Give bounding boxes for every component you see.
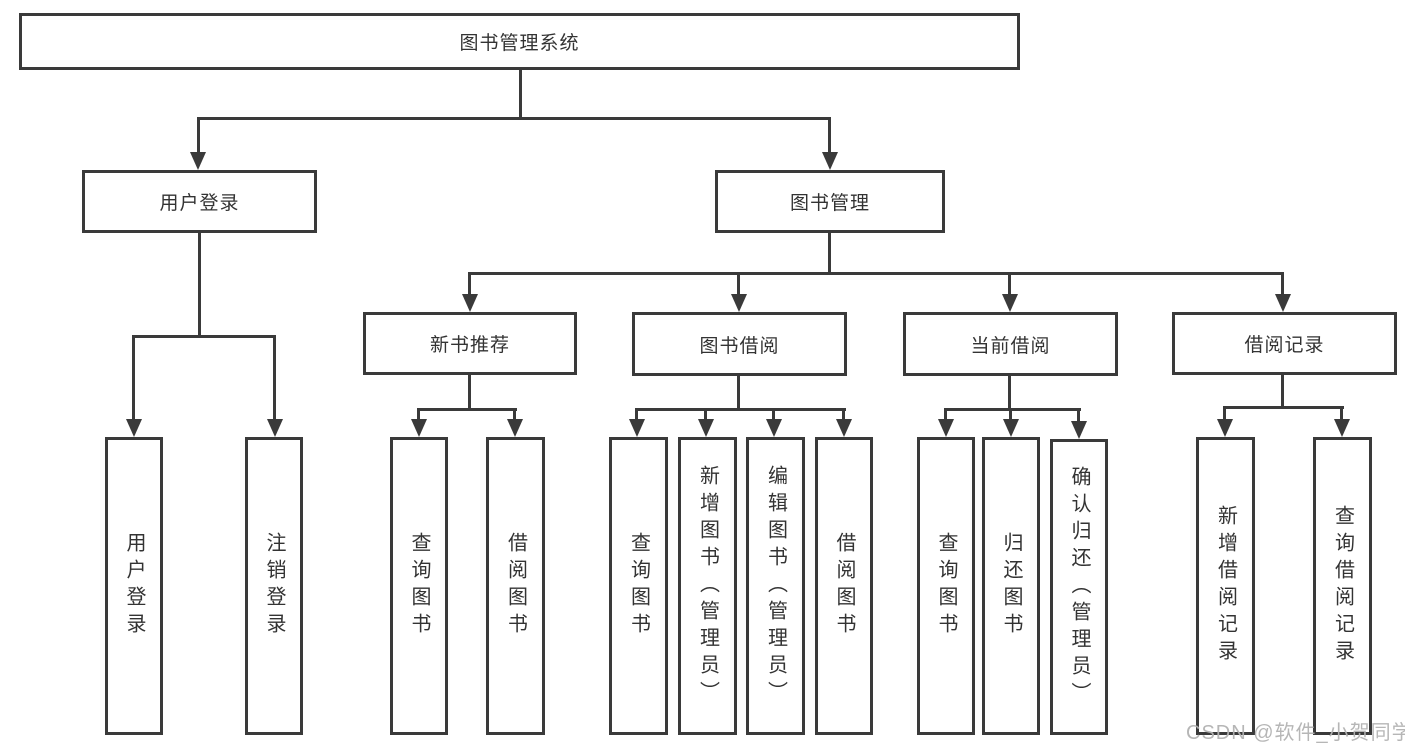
arrow-down-query-book-borrow	[629, 419, 645, 437]
leaf-query-book-rec-label: 查询图书	[408, 532, 430, 640]
leaf-add-borrow-record-label: 新增借阅记录	[1214, 505, 1237, 667]
connector-current-borrow-trunk	[1008, 376, 1011, 408]
connector-drop-add-book	[704, 408, 707, 421]
arrow-down-new-book-rec	[462, 294, 478, 312]
leaf-confirm-return-admin: 确认归还（管理员）	[1050, 439, 1108, 735]
leaf-query-book-current: 查询图书	[917, 437, 975, 735]
arrow-down-edit-book	[766, 419, 782, 437]
leaf-add-book-admin-label: 新增图书（管理员）	[696, 464, 719, 708]
connector-user-login-split	[132, 335, 276, 338]
node-borrow-records-label: 借阅记录	[1244, 335, 1325, 356]
leaf-logout-label: 注销登录	[263, 532, 285, 640]
connector-drop-borrow-records	[1281, 272, 1284, 295]
leaf-edit-book-admin-label: 编辑图书（管理员）	[764, 464, 787, 708]
arrow-down-current-borrow	[1002, 294, 1018, 312]
arrow-down-book-borrow	[731, 294, 747, 312]
leaf-borrow-book-label: 借阅图书	[833, 532, 855, 640]
connector-drop-book-mgmt	[828, 117, 831, 153]
connector-drop-leaf-logout	[273, 335, 276, 420]
node-borrow-records: 借阅记录	[1172, 312, 1397, 375]
arrow-down-confirm-return	[1071, 421, 1087, 439]
arrow-down-add-book	[698, 419, 714, 437]
connector-drop-add-record	[1223, 406, 1226, 421]
connector-drop-return-book	[1009, 408, 1012, 421]
connector-book-borrow-split	[635, 408, 846, 411]
leaf-return-book-label: 归还图书	[1000, 532, 1022, 640]
arrow-down-query-record	[1334, 419, 1350, 437]
leaf-query-borrow-record-label: 查询借阅记录	[1331, 505, 1354, 667]
csdn-watermark: CSDN @软件_小贺同学	[1186, 722, 1405, 744]
arrow-down-borrow-records	[1275, 294, 1291, 312]
connector-drop-leaf-user-login	[132, 335, 135, 420]
node-new-book-rec: 新书推荐	[363, 312, 577, 375]
connector-book-mgmt-split	[468, 272, 1284, 275]
arrow-down-book-mgmt	[822, 152, 838, 170]
leaf-user-login: 用户登录	[105, 437, 163, 735]
node-new-book-rec-label: 新书推荐	[429, 335, 510, 356]
arrow-down-add-record	[1217, 419, 1233, 437]
connector-book-mgmt-trunk	[828, 233, 831, 272]
connector-borrow-records-split	[1223, 406, 1344, 409]
connector-root-trunk	[519, 70, 522, 117]
node-root-label: 图书管理系统	[459, 33, 580, 54]
connector-new-book-rec-split	[417, 408, 517, 411]
connector-root-split	[197, 117, 831, 120]
connector-drop-query-book-current	[944, 408, 947, 421]
leaf-return-book: 归还图书	[982, 437, 1040, 735]
connector-drop-borrow-book	[842, 408, 845, 421]
arrow-down-leaf-user-login	[126, 419, 142, 437]
node-current-borrow-label: 当前借阅	[970, 335, 1051, 357]
node-user-login: 用户登录	[82, 170, 317, 233]
arrow-down-user-login	[190, 152, 206, 170]
connector-drop-query-book-rec	[417, 408, 420, 421]
leaf-confirm-return-admin-label: 确认归还（管理员）	[1068, 465, 1090, 709]
connector-drop-current-borrow	[1008, 272, 1011, 295]
leaf-borrow-book: 借阅图书	[815, 437, 873, 735]
leaf-borrow-book-rec: 借阅图书	[486, 437, 545, 735]
connector-drop-query-record	[1340, 406, 1343, 421]
connector-drop-query-book-borrow	[635, 408, 638, 421]
leaf-edit-book-admin: 编辑图书（管理员）	[746, 437, 805, 735]
node-current-borrow: 当前借阅	[903, 312, 1118, 376]
leaf-query-book-borrow: 查询图书	[609, 437, 668, 735]
connector-drop-user-login	[197, 117, 200, 153]
leaf-query-book-rec: 查询图书	[390, 437, 448, 735]
arrow-down-query-book-rec	[411, 419, 427, 437]
node-book-mgmt: 图书管理	[715, 170, 945, 233]
connector-borrow-records-trunk	[1281, 375, 1284, 406]
leaf-query-book-borrow-label: 查询图书	[627, 532, 650, 640]
connector-drop-edit-book	[772, 408, 775, 421]
leaf-user-login-label: 用户登录	[123, 532, 145, 640]
arrow-down-borrow-book	[836, 419, 852, 437]
leaf-add-book-admin: 新增图书（管理员）	[678, 437, 737, 735]
node-book-borrow: 图书借阅	[632, 312, 847, 376]
leaf-add-borrow-record: 新增借阅记录	[1196, 437, 1255, 735]
node-root: 图书管理系统	[19, 13, 1020, 70]
leaf-borrow-book-rec-label: 借阅图书	[504, 532, 527, 640]
arrow-down-borrow-book-rec	[507, 419, 523, 437]
arrow-down-leaf-logout	[267, 419, 283, 437]
arrow-down-return-book	[1003, 419, 1019, 437]
connector-current-borrow-split	[944, 408, 1081, 411]
node-book-mgmt-label: 图书管理	[789, 193, 870, 214]
connector-new-book-rec-trunk	[468, 375, 471, 408]
connector-drop-book-borrow	[737, 272, 740, 295]
node-book-borrow-label: 图书借阅	[699, 335, 780, 357]
arrow-down-query-book-current	[938, 419, 954, 437]
leaf-query-book-current-label: 查询图书	[935, 532, 957, 640]
leaf-query-borrow-record: 查询借阅记录	[1313, 437, 1372, 735]
leaf-logout: 注销登录	[245, 437, 303, 735]
connector-user-login-trunk	[198, 233, 201, 335]
connector-drop-borrow-book-rec	[513, 408, 516, 421]
node-user-login-label: 用户登录	[159, 193, 240, 214]
connector-drop-new-book-rec	[468, 272, 471, 295]
connector-book-borrow-trunk	[737, 376, 740, 408]
connector-drop-confirm-return	[1077, 408, 1080, 421]
